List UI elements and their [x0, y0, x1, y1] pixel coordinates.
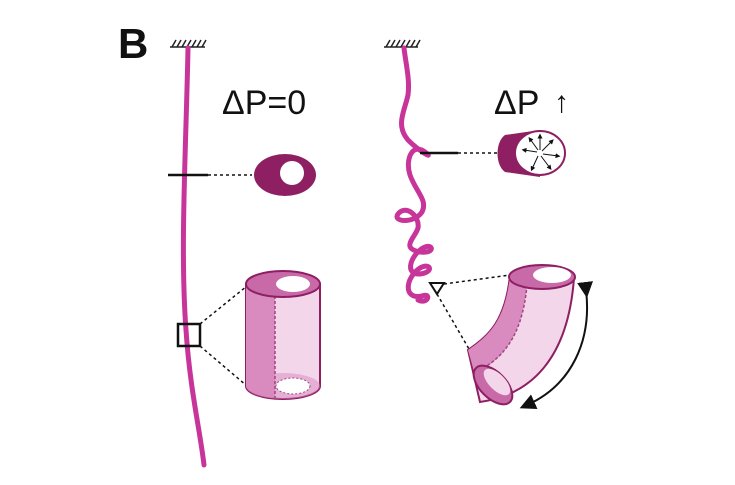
thick-wall-cross-section [254, 154, 316, 196]
right-anchor-hatch-icon [384, 39, 421, 48]
segment-marker [176, 322, 202, 348]
pressure-up-arrow-icon: ↑ [554, 86, 569, 119]
thin-wall-cross-section [497, 130, 566, 177]
straight-tube-segment [245, 270, 321, 400]
straight-fiber [180, 45, 207, 468]
panel-label: B [118, 20, 148, 67]
coiled-fiber [394, 45, 434, 304]
left-title: ΔP=0 [222, 84, 306, 122]
bent-tube-segment [466, 264, 576, 406]
bending-arrow-icon [519, 281, 593, 410]
right-title: ΔP [494, 84, 539, 122]
segment-marker [428, 282, 446, 296]
